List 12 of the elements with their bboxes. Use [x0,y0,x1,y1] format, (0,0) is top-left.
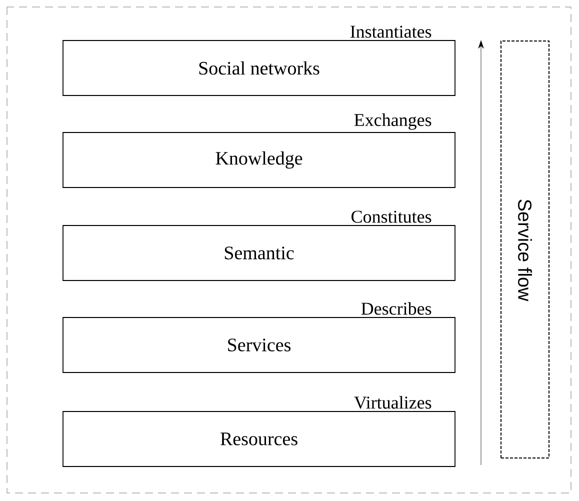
layer-box: Services [62,317,456,373]
layer-box: Knowledge [62,132,456,188]
layer-box: Resources [62,411,456,467]
layer-heading: Virtualizes [354,396,432,409]
flow-box [500,40,550,458]
layer-heading: Instantiates [350,26,432,38]
layer-heading: Constitutes [352,210,432,223]
flow-label: Service flow [518,200,532,302]
layer-box: Semantic [62,225,456,281]
layer-box: Social networks [62,40,456,96]
layer-heading: Exchanges [354,113,432,130]
layer-heading: Describes [361,302,432,315]
